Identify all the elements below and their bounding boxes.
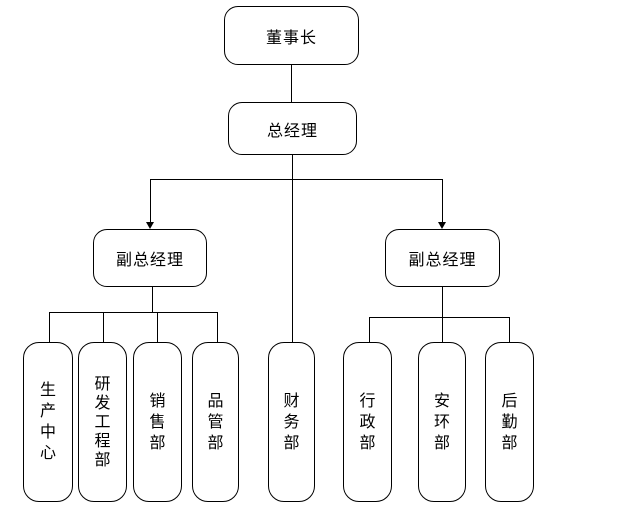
dept-rd-engineering-box: 研 发 工 程 部 bbox=[78, 342, 127, 502]
connector-chairman-to-gm bbox=[291, 65, 292, 102]
dept-quality-box: 品 管 部 bbox=[192, 342, 239, 502]
general-manager-label: 总经理 bbox=[266, 122, 318, 140]
chairman-box: 董事长 bbox=[224, 6, 359, 65]
deputy-gm-left-label: 副总经理 bbox=[115, 252, 184, 269]
dept-safety-env-label: 安 环 部 bbox=[433, 392, 450, 452]
connector-right-deputy-feed bbox=[442, 287, 443, 342]
dept-logistics-box: 后 勤 部 bbox=[485, 342, 534, 502]
dept-sales-box: 销 售 部 bbox=[133, 342, 182, 502]
right-branch-rail bbox=[369, 317, 510, 318]
down-arrowhead-right-icon bbox=[438, 222, 446, 229]
drop-rd bbox=[103, 312, 104, 342]
arrow-drop-left-deputy bbox=[150, 179, 151, 223]
dept-finance-label: 财 务 部 bbox=[283, 392, 300, 452]
dept-production-center-label: 生 产 中 心 bbox=[39, 382, 56, 462]
branch-rail-deputies bbox=[150, 179, 443, 180]
dept-admin-box: 行 政 部 bbox=[343, 342, 392, 502]
dept-sales-label: 销 售 部 bbox=[149, 392, 166, 452]
dept-production-center-box: 生 产 中 心 bbox=[23, 342, 73, 502]
arrow-drop-right-deputy bbox=[442, 179, 443, 223]
dept-rd-engineering-label: 研 发 工 程 部 bbox=[94, 375, 111, 469]
left-branch-rail bbox=[49, 312, 218, 313]
deputy-gm-right-box: 副总经理 bbox=[385, 229, 500, 287]
dept-safety-env-box: 安 环 部 bbox=[418, 342, 466, 502]
dept-logistics-label: 后 勤 部 bbox=[501, 392, 518, 452]
drop-logistics bbox=[509, 317, 510, 342]
deputy-gm-left-box: 副总经理 bbox=[93, 229, 207, 287]
drop-admin bbox=[369, 317, 370, 342]
dept-admin-label: 行 政 部 bbox=[359, 392, 376, 452]
connector-left-deputy-feed bbox=[152, 287, 153, 313]
drop-production bbox=[49, 312, 50, 342]
dept-quality-label: 品 管 部 bbox=[207, 392, 224, 452]
connector-gm-trunk bbox=[292, 154, 293, 342]
dept-finance-box: 财 务 部 bbox=[268, 342, 315, 502]
drop-quality bbox=[217, 312, 218, 342]
down-arrowhead-left-icon bbox=[146, 222, 154, 229]
general-manager-box: 总经理 bbox=[228, 102, 357, 155]
chairman-label: 董事长 bbox=[265, 29, 317, 47]
drop-sales bbox=[157, 312, 158, 342]
deputy-gm-right-label: 副总经理 bbox=[408, 252, 477, 269]
